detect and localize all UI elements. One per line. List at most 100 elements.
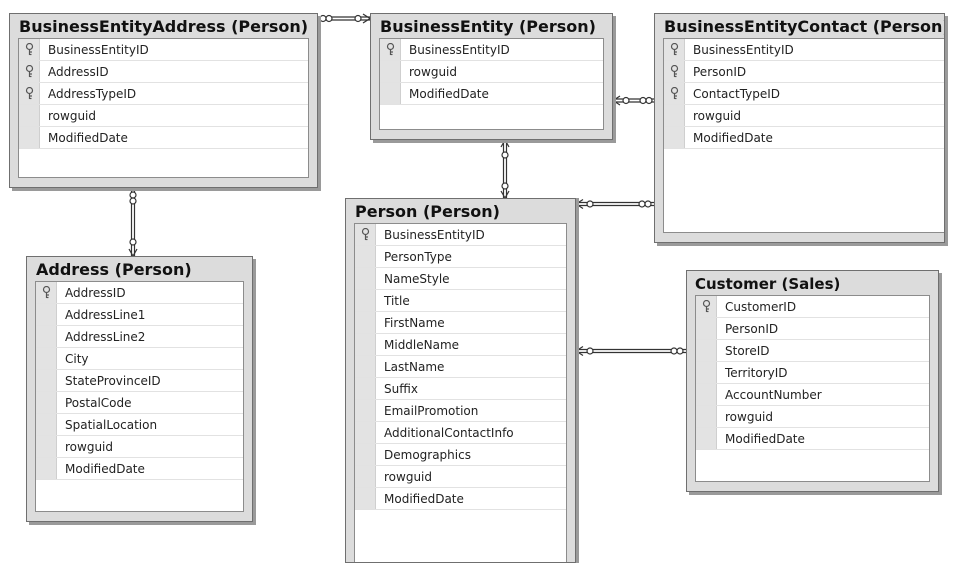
column-row[interactable]: ModifiedDate: [696, 428, 929, 450]
key-cell: [355, 400, 376, 421]
table-business-entity-contact[interactable]: BusinessEntityContact (Person) BusinessE…: [654, 13, 945, 243]
table-address[interactable]: Address (Person) AddressID AddressLine1 …: [26, 256, 253, 522]
column-row[interactable]: AddressTypeID: [19, 83, 308, 105]
column-name: ModifiedDate: [693, 130, 773, 145]
key-cell: [36, 348, 57, 369]
key-cell: [19, 127, 40, 148]
column-name: StateProvinceID: [65, 373, 161, 388]
column-name: PersonID: [693, 64, 747, 79]
column-row[interactable]: AdditionalContactInfo: [355, 422, 566, 444]
column-row[interactable]: BusinessEntityID: [380, 39, 603, 61]
column-name: AddressID: [48, 64, 109, 79]
key-icon: [670, 65, 678, 78]
relationship-bec-person[interactable]: [575, 198, 654, 210]
column-row[interactable]: TerritoryID: [696, 362, 929, 384]
key-cell: [380, 61, 401, 82]
column-name: rowguid: [693, 108, 741, 123]
column-row[interactable]: ModifiedDate: [19, 127, 308, 149]
column-row[interactable]: ModifiedDate: [664, 127, 944, 149]
column-row[interactable]: ModifiedDate: [380, 83, 603, 105]
column-name: ModifiedDate: [725, 431, 805, 446]
column-row[interactable]: rowguid: [380, 61, 603, 83]
column-name: PersonID: [725, 321, 779, 336]
column-list: BusinessEntityID AddressID AddressTypeID…: [18, 38, 309, 178]
key-cell: [19, 105, 40, 126]
column-row[interactable]: StateProvinceID: [36, 370, 243, 392]
column-row[interactable]: ModifiedDate: [36, 458, 243, 480]
relationship-customer-person[interactable]: [575, 345, 686, 357]
key-cell: [355, 334, 376, 355]
column-row[interactable]: Suffix: [355, 378, 566, 400]
column-row[interactable]: CustomerID: [696, 296, 929, 318]
column-row[interactable]: AddressID: [19, 61, 308, 83]
column-row[interactable]: BusinessEntityID: [664, 39, 944, 61]
key-cell: [19, 83, 40, 104]
column-row[interactable]: StoreID: [696, 340, 929, 362]
column-name: StoreID: [725, 343, 770, 358]
column-row[interactable]: SpatialLocation: [36, 414, 243, 436]
key-cell: [36, 282, 57, 303]
column-name: ModifiedDate: [384, 491, 464, 506]
column-row[interactable]: ContactTypeID: [664, 83, 944, 105]
column-row[interactable]: PersonID: [664, 61, 944, 83]
column-name: LastName: [384, 359, 445, 374]
table-person[interactable]: Person (Person) BusinessEntityID PersonT…: [345, 198, 576, 563]
column-row[interactable]: AddressLine1: [36, 304, 243, 326]
column-row[interactable]: BusinessEntityID: [355, 224, 566, 246]
key-cell: [355, 422, 376, 443]
column-row[interactable]: City: [36, 348, 243, 370]
table-business-entity[interactable]: BusinessEntity (Person) BusinessEntityID…: [370, 13, 613, 140]
key-cell: [355, 290, 376, 311]
column-row[interactable]: PersonID: [696, 318, 929, 340]
key-cell: [664, 39, 685, 60]
column-list: CustomerID PersonID StoreID TerritoryID …: [695, 295, 930, 482]
column-name: rowguid: [409, 64, 457, 79]
column-row[interactable]: Demographics: [355, 444, 566, 466]
key-cell: [36, 458, 57, 479]
column-row[interactable]: Title: [355, 290, 566, 312]
column-row[interactable]: LastName: [355, 356, 566, 378]
column-row[interactable]: AddressLine2: [36, 326, 243, 348]
relationship-bea-address[interactable]: [128, 188, 138, 257]
column-row[interactable]: rowguid: [19, 105, 308, 127]
relationship-bea-be[interactable]: [318, 13, 371, 24]
relationship-bec-be[interactable]: [612, 95, 654, 106]
key-icon: [386, 43, 394, 56]
table-title[interactable]: Person (Person): [355, 202, 500, 221]
key-cell: [355, 488, 376, 509]
column-row[interactable]: PersonType: [355, 246, 566, 268]
column-row[interactable]: NameStyle: [355, 268, 566, 290]
key-cell: [696, 428, 717, 449]
column-row[interactable]: PostalCode: [36, 392, 243, 414]
column-name: AddressID: [65, 285, 126, 300]
column-name: ContactTypeID: [693, 86, 781, 101]
table-customer[interactable]: Customer (Sales) CustomerID PersonID Sto…: [686, 270, 939, 492]
column-row[interactable]: MiddleName: [355, 334, 566, 356]
column-row[interactable]: rowguid: [355, 466, 566, 488]
column-row[interactable]: rowguid: [696, 406, 929, 428]
column-name: AdditionalContactInfo: [384, 425, 514, 440]
table-business-entity-address[interactable]: BusinessEntityAddress (Person) BusinessE…: [9, 13, 318, 188]
column-list: BusinessEntityID rowguid ModifiedDate: [379, 38, 604, 130]
column-row[interactable]: AccountNumber: [696, 384, 929, 406]
column-row[interactable]: rowguid: [36, 436, 243, 458]
column-name: BusinessEntityID: [48, 42, 149, 57]
key-cell: [36, 304, 57, 325]
table-title[interactable]: BusinessEntityAddress (Person): [19, 17, 309, 36]
column-row[interactable]: FirstName: [355, 312, 566, 334]
table-title[interactable]: BusinessEntity (Person): [380, 17, 596, 36]
column-name: PostalCode: [65, 395, 132, 410]
column-name: Demographics: [384, 447, 471, 462]
column-row[interactable]: EmailPromotion: [355, 400, 566, 422]
column-name: BusinessEntityID: [384, 227, 485, 242]
column-row[interactable]: rowguid: [664, 105, 944, 127]
table-title[interactable]: BusinessEntityContact (Person): [664, 17, 944, 36]
column-row[interactable]: BusinessEntityID: [19, 39, 308, 61]
column-row[interactable]: AddressID: [36, 282, 243, 304]
key-cell: [696, 362, 717, 383]
column-row[interactable]: ModifiedDate: [355, 488, 566, 510]
table-title[interactable]: Address (Person): [36, 260, 192, 279]
table-title[interactable]: Customer (Sales): [695, 275, 841, 293]
relationship-person-be[interactable]: [500, 139, 510, 199]
key-cell: [696, 340, 717, 361]
